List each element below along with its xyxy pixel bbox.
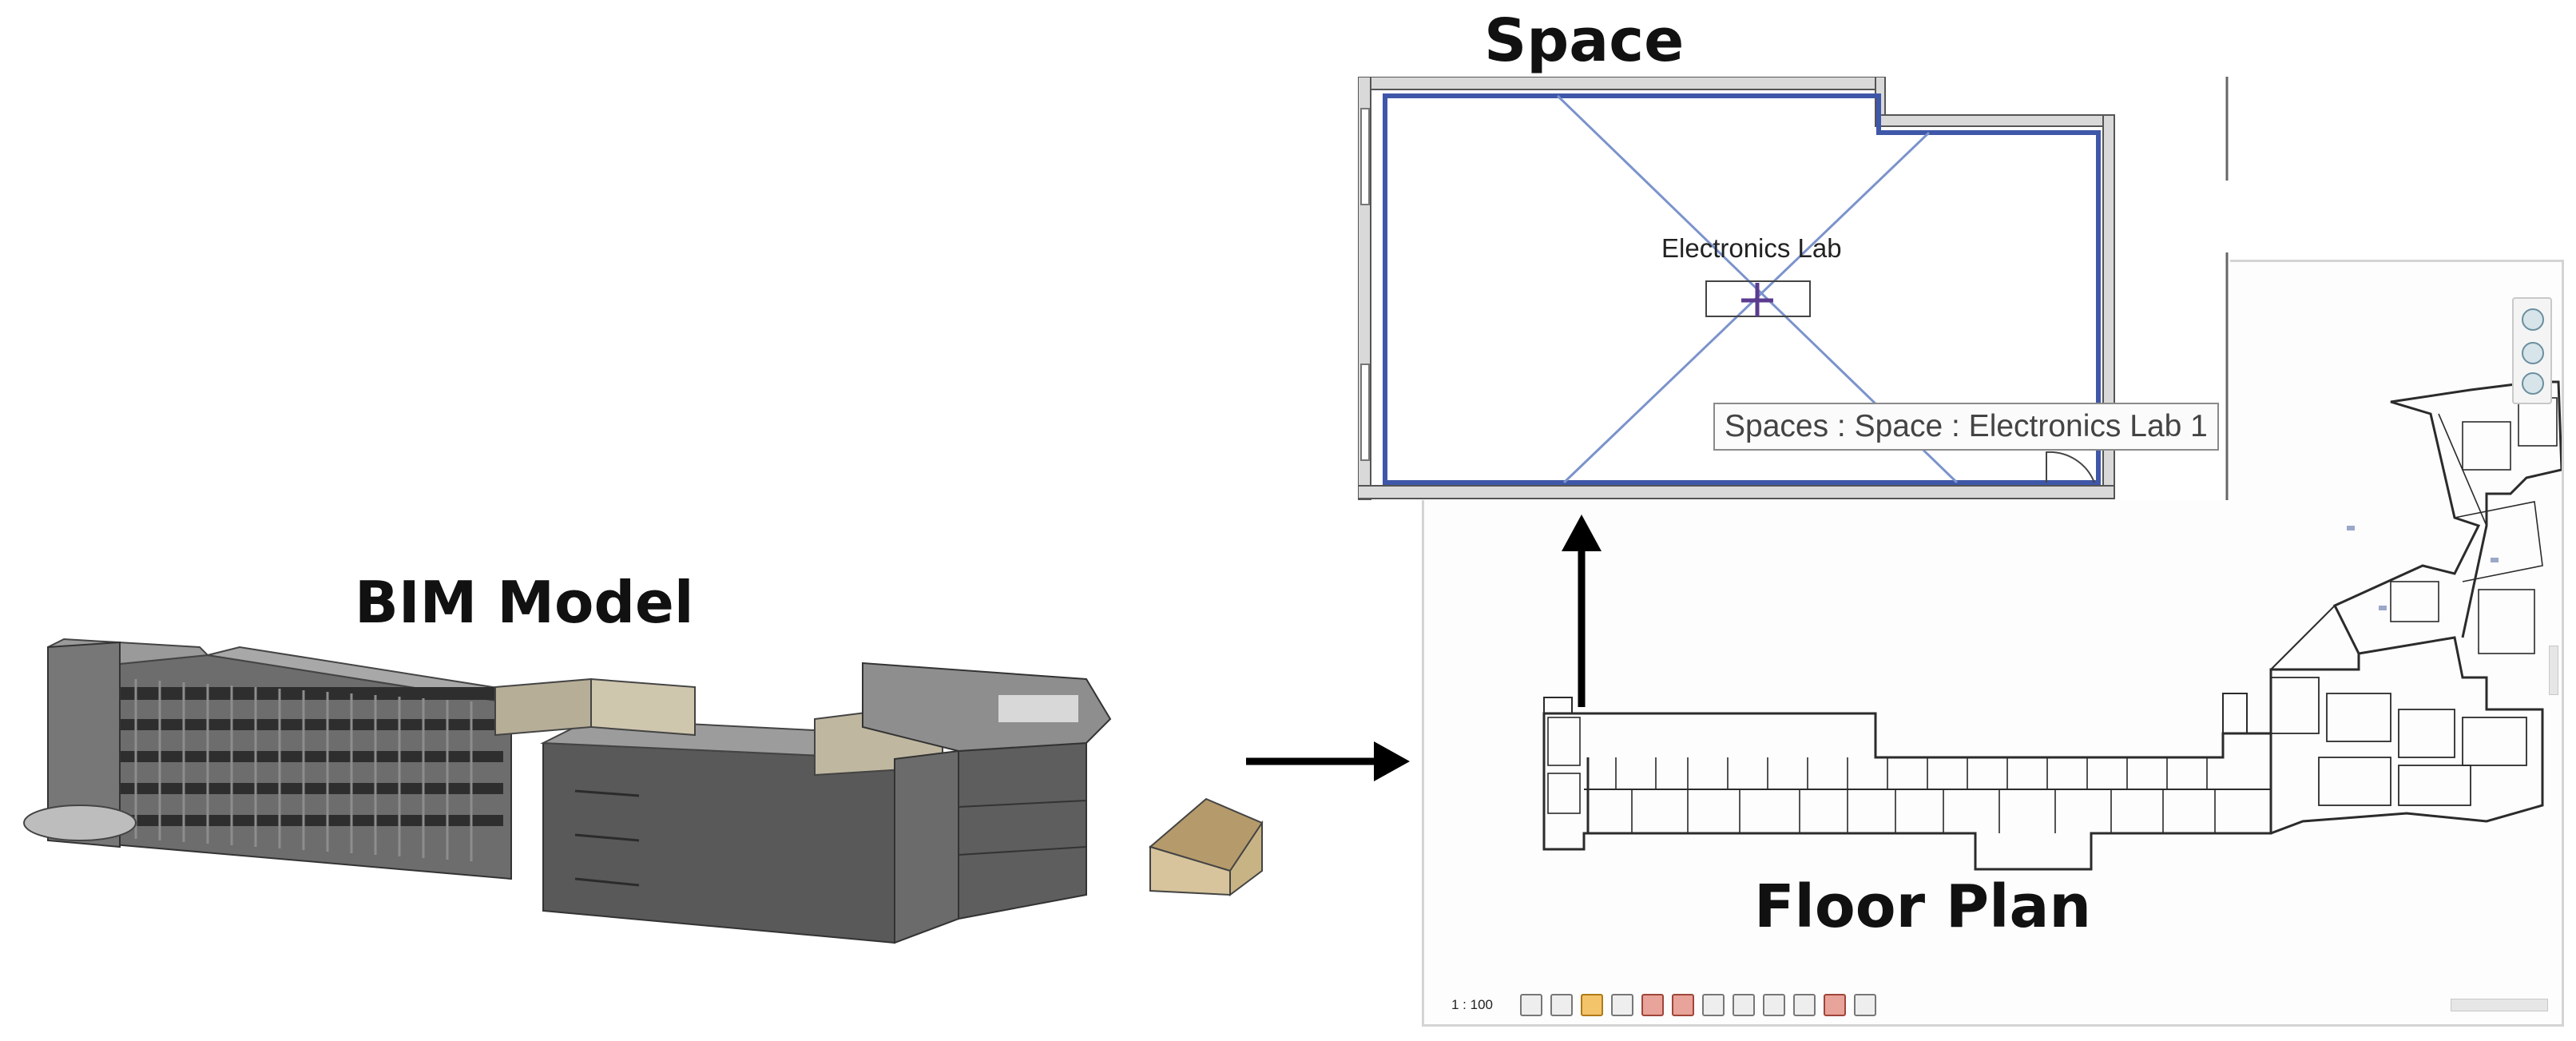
zoom-icon[interactable]	[2522, 342, 2544, 364]
unlock-view-icon[interactable]	[1702, 994, 1725, 1016]
view-scale[interactable]: 1 : 100	[1451, 997, 1493, 1012]
show-crop-region-icon[interactable]	[1672, 994, 1694, 1016]
floor-plan-caption: Floor Plan	[1754, 872, 2092, 941]
detail-level-icon[interactable]	[1520, 994, 1542, 1016]
space-room-label: Electronics Lab	[1661, 233, 1842, 263]
flow-arrow-right	[1246, 741, 1410, 781]
analytical-model-icon[interactable]	[1793, 994, 1816, 1016]
steering-wheel-icon[interactable]	[2522, 308, 2544, 331]
space-detail-view: Electronics Lab Spaces : Space : Electro…	[1358, 77, 2230, 500]
pan-icon[interactable]	[2522, 372, 2544, 395]
element-tooltip: Spaces : Space : Electronics Lab 1	[1713, 403, 2219, 451]
reveal-hidden-icon[interactable]	[1763, 994, 1785, 1016]
horizontal-scrollbar[interactable]	[2451, 999, 2548, 1011]
vertical-scrollbar[interactable]	[2549, 646, 2558, 695]
flow-arrow-up	[1562, 515, 1602, 707]
constraints-icon[interactable]	[1854, 994, 1876, 1016]
bim-model-rendering	[23, 638, 1264, 944]
space-caption: Space	[1484, 6, 1685, 75]
crop-view-icon[interactable]	[1641, 994, 1664, 1016]
view-control-bar	[1520, 991, 1876, 1018]
floor-plan-drawing	[1542, 380, 2562, 871]
shadows-icon[interactable]	[1611, 994, 1633, 1016]
bim-model-caption: BIM Model	[355, 569, 694, 636]
temporary-hide-icon[interactable]	[1733, 994, 1755, 1016]
visual-style-icon[interactable]	[1550, 994, 1573, 1016]
navigation-bar[interactable]	[2512, 297, 2552, 404]
highlight-displacement-icon[interactable]	[1824, 994, 1846, 1016]
sun-path-icon[interactable]	[1581, 994, 1603, 1016]
